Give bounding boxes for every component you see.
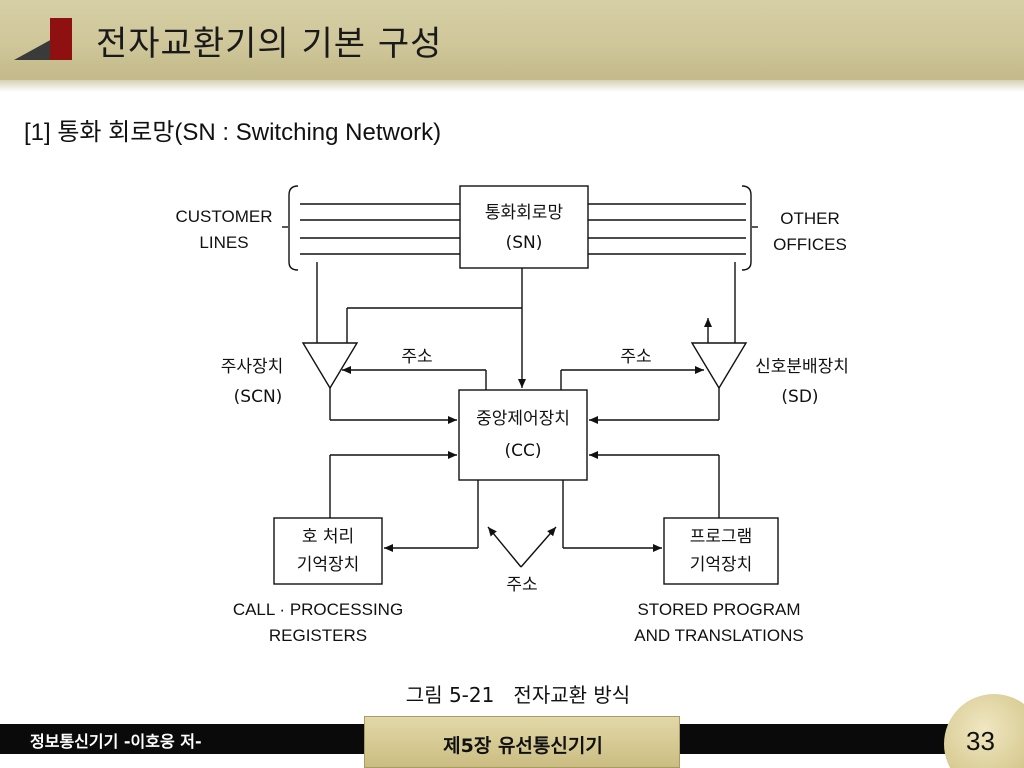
cc-abbrev: (CC): [504, 441, 541, 461]
chapter-label: 제5장 유선통신기기: [443, 735, 603, 757]
scn-abbrev: (SCN): [234, 387, 283, 407]
switching-system-diagram: 통화회로망 (SN) 중앙제어장치 (CC) 호 처리 기억장치 프로그램 기억…: [176, 185, 849, 707]
figure-caption: 그림 5-21 전자교환 방식: [406, 683, 630, 707]
scn-label: 주사장치: [221, 357, 284, 377]
call-memory-label: 호 처리: [302, 527, 354, 547]
footer-credit: 정보통신기기 -이호웅 저-: [30, 732, 202, 751]
page-number: 33: [966, 726, 995, 756]
address-label-left: 주소: [401, 347, 432, 367]
other-offices-brace: [741, 185, 752, 271]
customer-lines-label: CUSTOMER: [176, 207, 273, 226]
program-memory-box: [663, 517, 779, 585]
stored-program-label: STORED PROGRAM: [637, 600, 800, 619]
customer-lines-label-2: LINES: [199, 233, 248, 252]
cc-box: [458, 389, 588, 481]
sd-abbrev: (SD): [781, 387, 818, 407]
customer-lines-brace: [288, 185, 299, 271]
title-bar: 전자교환기의 기본 구성: [0, 0, 1024, 92]
cc-label: 중앙제어장치: [476, 409, 570, 429]
slide-subtitle: [1] 통화 회로망(SN : Switching Network): [24, 119, 442, 146]
sd-triangle: [690, 342, 748, 390]
call-memory-label-2: 기억장치: [297, 555, 360, 575]
sd-label: 신호분배장치: [755, 357, 849, 377]
page-title: 전자교환기의 기본 구성: [96, 24, 443, 64]
call-memory-box: [273, 517, 383, 585]
sn-abbrev: (SN): [506, 233, 543, 253]
title-accent-triangle: [14, 38, 54, 60]
stored-program-label-2: AND TRANSLATIONS: [634, 626, 803, 645]
program-memory-label: 프로그램: [690, 527, 753, 547]
title-accent-block: [50, 18, 72, 60]
address-label-bottom: 주소: [506, 575, 537, 595]
call-processing-label-2: REGISTERS: [269, 626, 367, 645]
scn-triangle: [301, 342, 359, 390]
call-processing-label: CALL · PROCESSING: [233, 600, 403, 619]
program-memory-label-2: 기억장치: [690, 555, 753, 575]
other-offices-label: OTHER: [780, 209, 840, 228]
sn-box: [459, 185, 589, 269]
chapter-box: 제5장 유선통신기기: [364, 716, 680, 768]
other-offices-label-2: OFFICES: [773, 235, 847, 254]
sn-label: 통화회로망: [485, 203, 564, 223]
address-label-right: 주소: [620, 347, 651, 367]
